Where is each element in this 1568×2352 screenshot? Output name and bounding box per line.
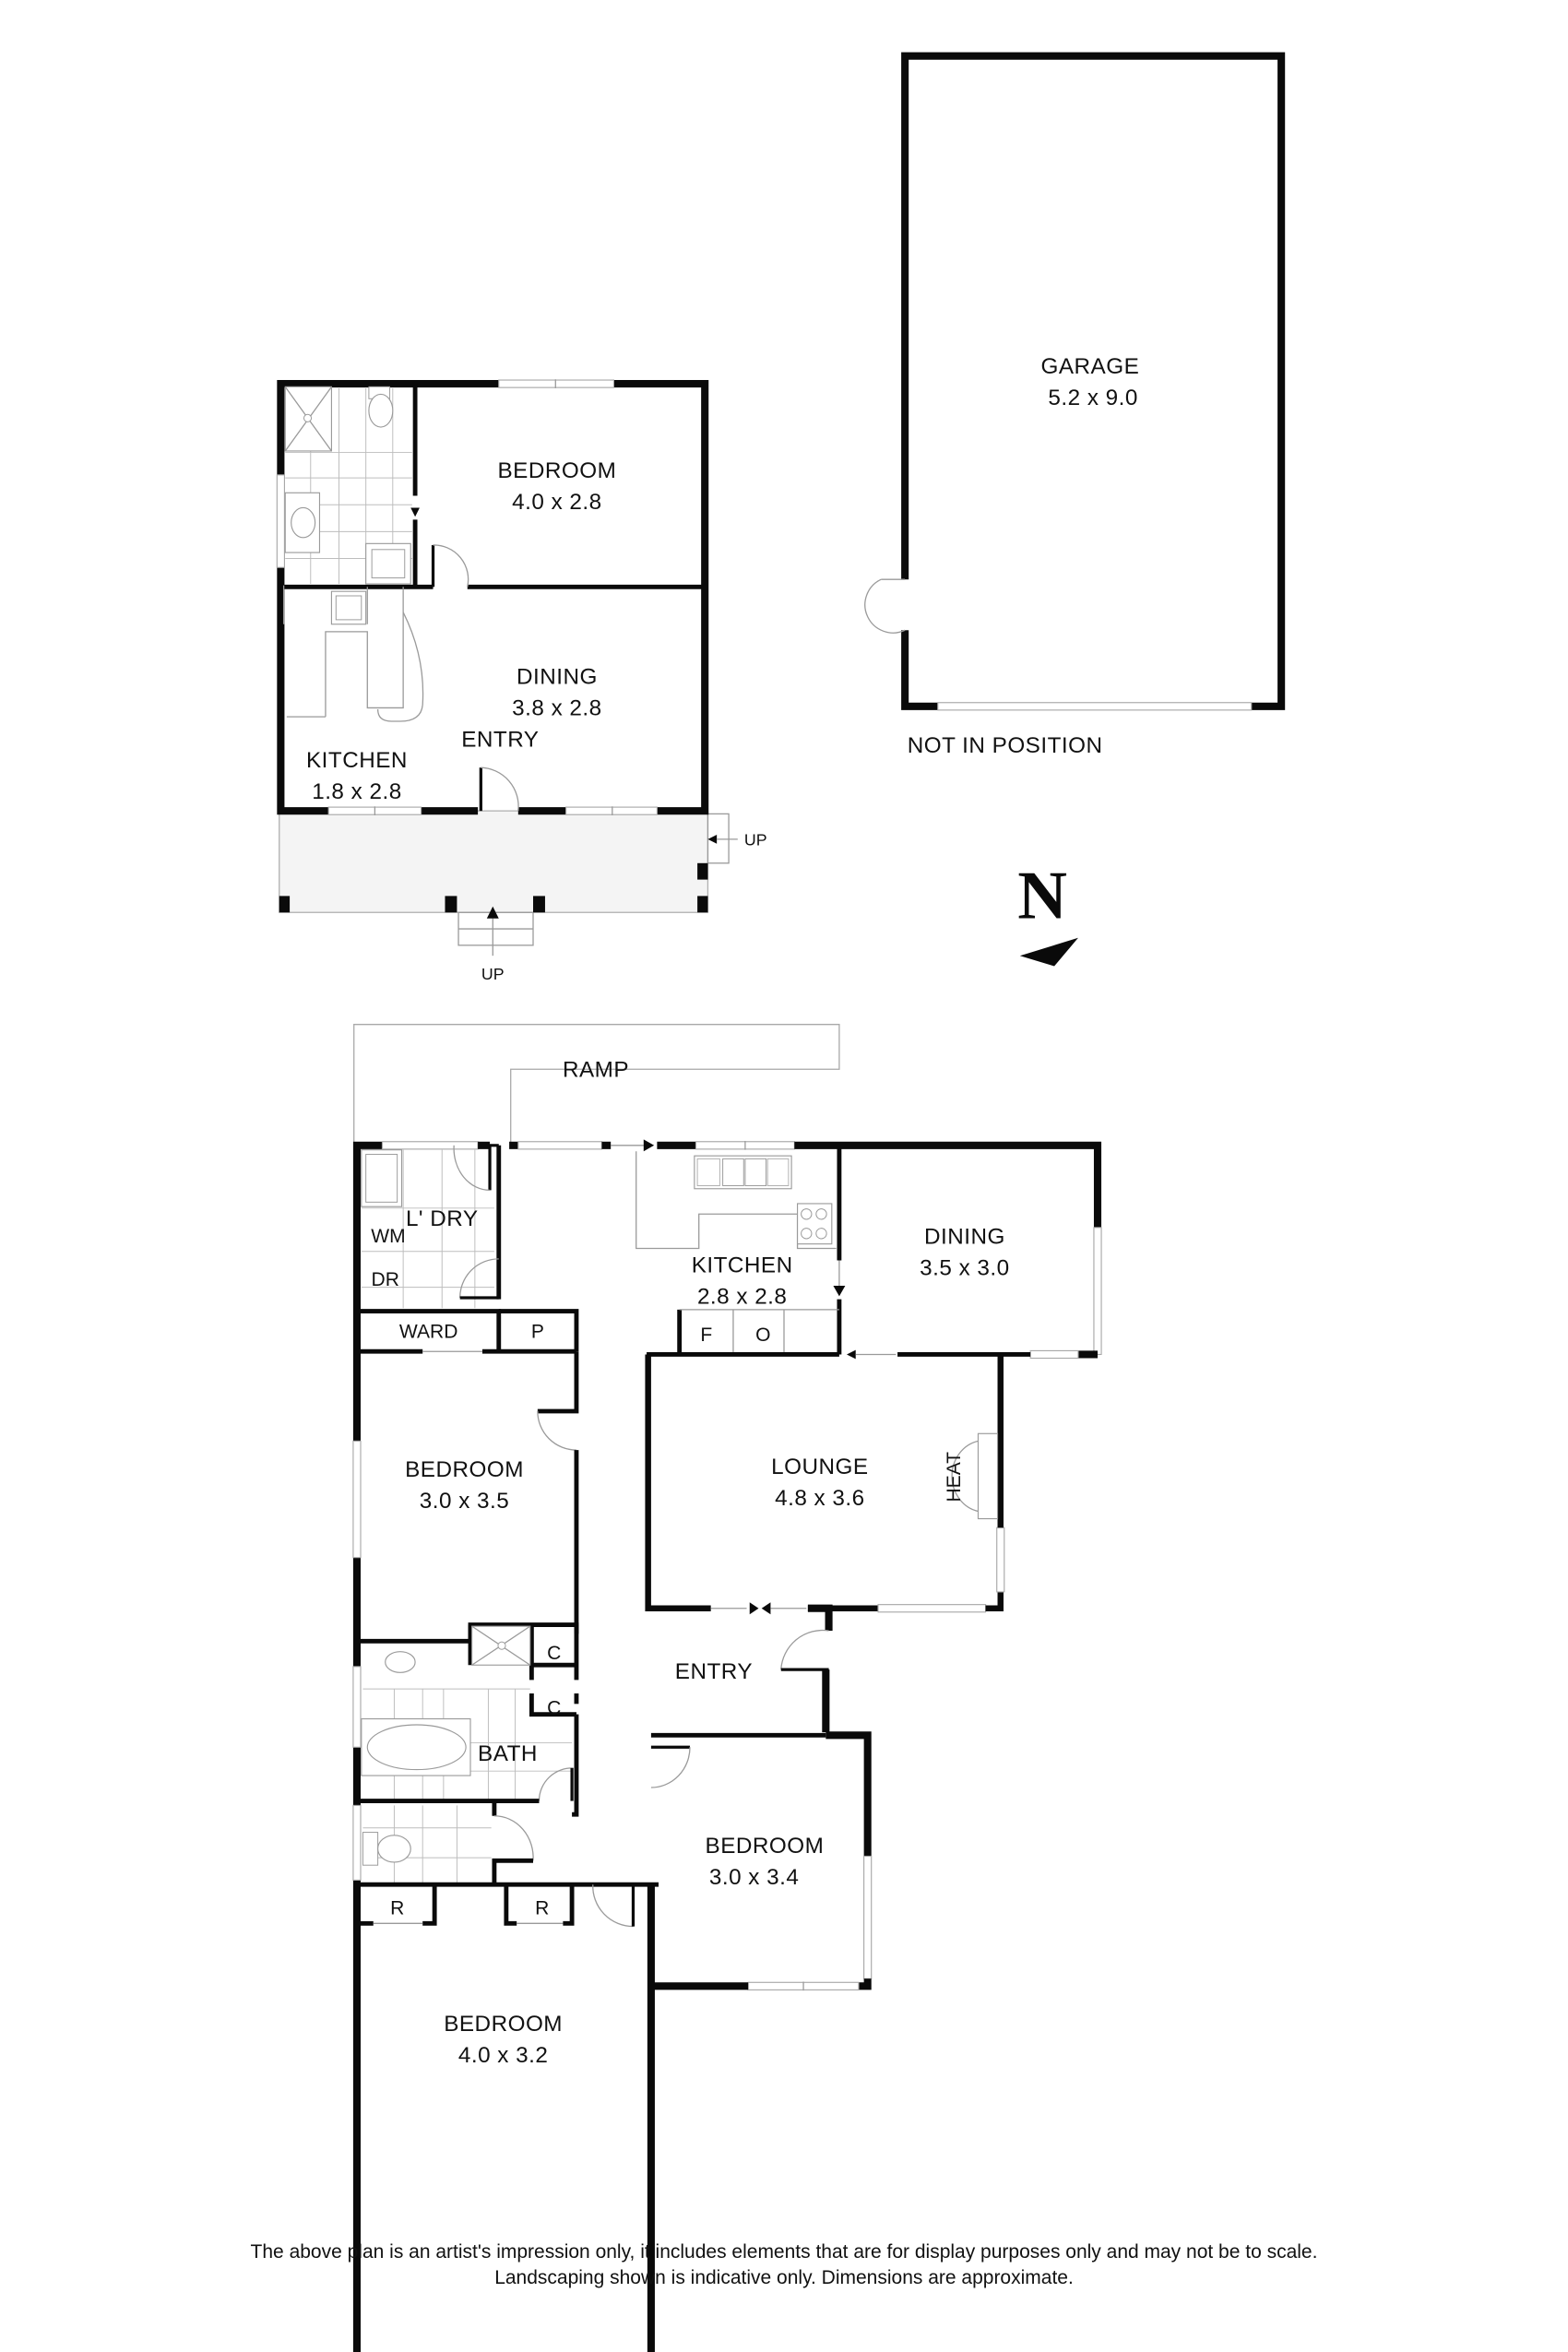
bedroom-c-name: BEDROOM (444, 2012, 563, 2037)
entry-label: ENTRY (675, 1659, 753, 1684)
garage-note: NOT IN POSITION (908, 733, 1103, 758)
pantry-label: P (531, 1322, 544, 1343)
wardrobe-label: WARD (399, 1322, 457, 1343)
fridge-label: F (700, 1324, 712, 1346)
laundry-label: L' DRY (406, 1206, 479, 1231)
bedroom-c-dims: 4.0 x 3.2 (458, 2043, 548, 2068)
toilet-icon (377, 1835, 411, 1863)
ramp-label: RAMP (563, 1057, 629, 1082)
upper-plan: UP UP (276, 379, 767, 983)
upper-bedroom-dims: 4.0 x 2.8 (512, 490, 601, 515)
bathroom: C C BATH (352, 1622, 579, 1881)
kitchen-dims: 2.8 x 2.8 (697, 1284, 787, 1309)
north-compass: N (1017, 859, 1078, 967)
disclaimer-line-2: Landscaping shown is indicative only. Di… (494, 2267, 1074, 2288)
bath-label: BATH (478, 1741, 538, 1766)
up-arrow-icon (486, 906, 499, 919)
kitchenette (282, 585, 424, 722)
washing-machine-label: WM (371, 1226, 405, 1247)
garage-door (937, 702, 1253, 711)
dryer-label: DR (372, 1269, 399, 1290)
sink-icon (330, 590, 367, 625)
lounge-name: LOUNGE (771, 1455, 868, 1479)
upper-entry-label: ENTRY (461, 728, 539, 753)
disclaimer: The above plan is an artist's impression… (0, 2239, 1568, 2291)
cupboard-label-2: C (547, 1698, 561, 1719)
basin-icon (291, 506, 316, 539)
vanity-icon (365, 542, 411, 585)
kitchen-name: KITCHEN (692, 1253, 793, 1277)
disclaimer-line-1: The above plan is an artist's impression… (250, 2241, 1318, 2263)
porch-deck (279, 810, 709, 913)
bedroom-a-dims: 3.0 x 3.5 (420, 1489, 509, 1514)
laundry: L' DRY WM DR (361, 1144, 502, 1309)
double-sink-icon (694, 1155, 792, 1190)
upper-kitchen-dims: 1.8 x 2.8 (312, 779, 401, 804)
lounge-dims: 4.8 x 3.6 (775, 1486, 864, 1511)
dining-dims: 3.5 x 3.0 (920, 1256, 1009, 1281)
up-label-front: UP (481, 965, 505, 983)
oven-label: O (755, 1324, 770, 1346)
bedroom-a-name: BEDROOM (405, 1457, 524, 1482)
basin-icon (385, 1651, 416, 1673)
toilet-icon (368, 393, 394, 428)
north-arrow-icon (1019, 937, 1078, 967)
up-label-side: UP (744, 830, 767, 849)
dining-name: DINING (924, 1225, 1005, 1250)
cupboard-label-1: C (547, 1643, 561, 1664)
robe-label-1: R (390, 1898, 404, 1919)
ramp (353, 1024, 840, 1146)
ensuite (284, 386, 412, 585)
up-arrow-icon (707, 835, 718, 844)
bedroom-b-name: BEDROOM (706, 1834, 825, 1859)
upper-bedroom-name: BEDROOM (498, 458, 617, 483)
heater-label: HEAT (944, 1452, 965, 1503)
upper-kitchen-name: KITCHEN (306, 748, 408, 773)
toilet-room (362, 1800, 534, 1885)
bedroom-b-dims: 3.0 x 3.4 (709, 1865, 799, 1890)
upper-dining-name: DINING (517, 665, 598, 690)
garage-name: GARAGE (1041, 354, 1140, 379)
kitchen: KITCHEN 2.8 x 2.8 F O (636, 1145, 846, 1355)
heater: HEAT (944, 1432, 999, 1520)
garage-dims: 5.2 x 9.0 (1048, 386, 1137, 410)
cooktop-icon (797, 1203, 833, 1245)
main-plan: RAMP L' DRY (352, 1024, 1102, 2352)
upper-dining-dims: 3.8 x 2.8 (512, 696, 601, 721)
compass-letter: N (1017, 859, 1067, 934)
garage: GARAGE 5.2 x 9.0 NOT IN POSITION (864, 52, 1286, 758)
robe-label-2: R (535, 1898, 549, 1919)
trough-icon (361, 1149, 403, 1207)
